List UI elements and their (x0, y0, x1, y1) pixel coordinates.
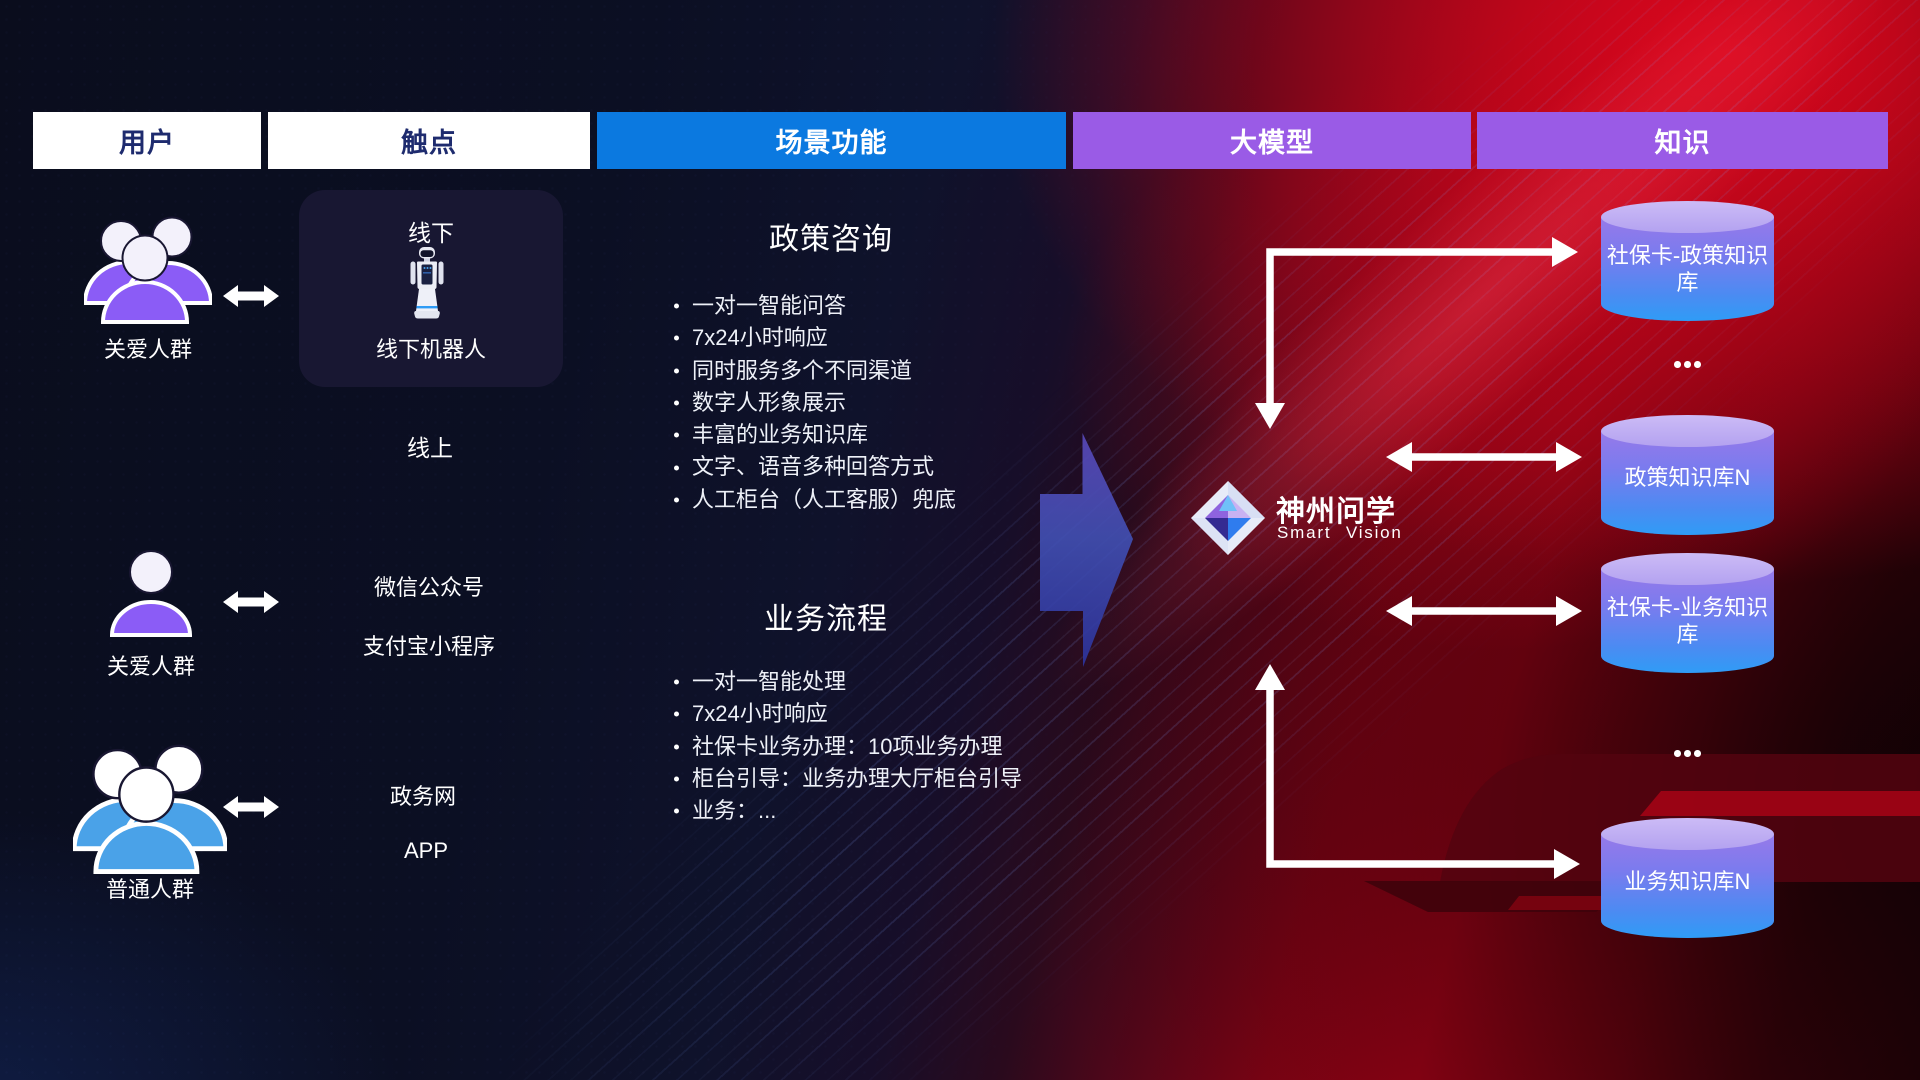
header-label: 触点 (401, 128, 457, 158)
header-knowledge: 知识 (1477, 112, 1888, 169)
double-arrow-icon-1 (223, 285, 279, 307)
ellipsis-dots-policy (1674, 361, 1701, 368)
cylinder-label-4: 业务知识库N (1624, 869, 1751, 894)
double-arrow-icon-2 (223, 591, 279, 613)
header-label: 用户 (119, 128, 175, 158)
channel-wechat: 微信公众号 (373, 575, 485, 600)
online-label: 线上 (407, 435, 453, 461)
single-user-purple-icon (109, 550, 193, 637)
dot (1684, 750, 1691, 757)
policy-bullet: 7x24小时响应 (668, 322, 956, 354)
policy-bullet-list: 一对一智能问答 7x24小时响应 同时服务多个不同渠道 数字人形象展示 丰富的业… (668, 290, 956, 516)
group-users-blue-icon (73, 744, 227, 874)
double-arrow-icon-3 (223, 796, 279, 818)
dot (1674, 361, 1681, 368)
policy-bullet: 数字人形象展示 (668, 387, 956, 419)
user-group-label-3: 普通人群 (105, 877, 195, 902)
business-bullet-list: 一对一智能处理 7x24小时响应 社保卡业务办理：10项业务办理 柜台引导：业务… (668, 666, 1022, 827)
header-scene-functions: 场景功能 (597, 112, 1066, 169)
group-users-purple-icon (84, 216, 212, 324)
policy-bullet: 丰富的业务知识库 (668, 419, 956, 451)
business-bullet: 社保卡业务办理：10项业务办理 (668, 731, 1022, 763)
service-robot-icon (410, 247, 444, 319)
logo-subtitle: Smart Vision (1277, 523, 1403, 542)
business-bullet: 7x24小时响应 (668, 698, 1022, 730)
cylinder-label-1: 社保卡-政策知识库 (1606, 243, 1769, 295)
business-bullet: 一对一智能处理 (668, 666, 1022, 698)
offline-label: 线下 (408, 220, 454, 246)
cylinder-label-3: 社保卡-业务知识库 (1606, 595, 1769, 647)
channel-app: APP (403, 838, 449, 863)
offline-robot-label: 线下机器人 (375, 337, 487, 362)
flow-arrow-shape (1040, 433, 1133, 667)
cylinder-policy-shebaoka (1600, 200, 1775, 322)
smart-vision-logo-icon (1191, 481, 1265, 555)
header-touchpoints: 触点 (268, 112, 590, 169)
user-group-label-2: 关爱人群 (106, 654, 196, 679)
dot (1684, 361, 1691, 368)
header-large-model: 大模型 (1073, 112, 1471, 169)
user-group-label-1: 关爱人群 (103, 337, 193, 362)
cylinder-business-shebaoka (1600, 552, 1775, 674)
cylinder-label-2: 政策知识库N (1624, 465, 1751, 490)
dot (1674, 750, 1681, 757)
channel-alipay: 支付宝小程序 (362, 634, 496, 659)
policy-section-title: 政策咨询 (769, 223, 893, 256)
ellipsis-dots-business (1674, 750, 1701, 757)
cylinder-business-n (1600, 817, 1775, 939)
business-section-title: 业务流程 (764, 603, 888, 636)
header-users: 用户 (33, 112, 261, 169)
policy-bullet: 文字、语音多种回答方式 (668, 451, 956, 483)
header-label: 大模型 (1230, 128, 1314, 158)
logo-name: 神州问学 (1276, 496, 1397, 528)
header-label: 知识 (1654, 128, 1711, 158)
dot (1694, 750, 1701, 757)
policy-bullet: 人工柜台（人工客服）兜底 (668, 484, 956, 516)
business-bullet: 柜台引导：业务办理大厅柜台引导 (668, 763, 1022, 795)
business-bullet: 业务：... (668, 795, 1022, 827)
policy-bullet: 一对一智能问答 (668, 290, 956, 322)
policy-bullet: 同时服务多个不同渠道 (668, 355, 956, 387)
cylinder-policy-n (1600, 414, 1775, 536)
dot (1694, 361, 1701, 368)
channel-gov-web: 政务网 (389, 784, 457, 809)
header-label: 场景功能 (775, 128, 888, 158)
